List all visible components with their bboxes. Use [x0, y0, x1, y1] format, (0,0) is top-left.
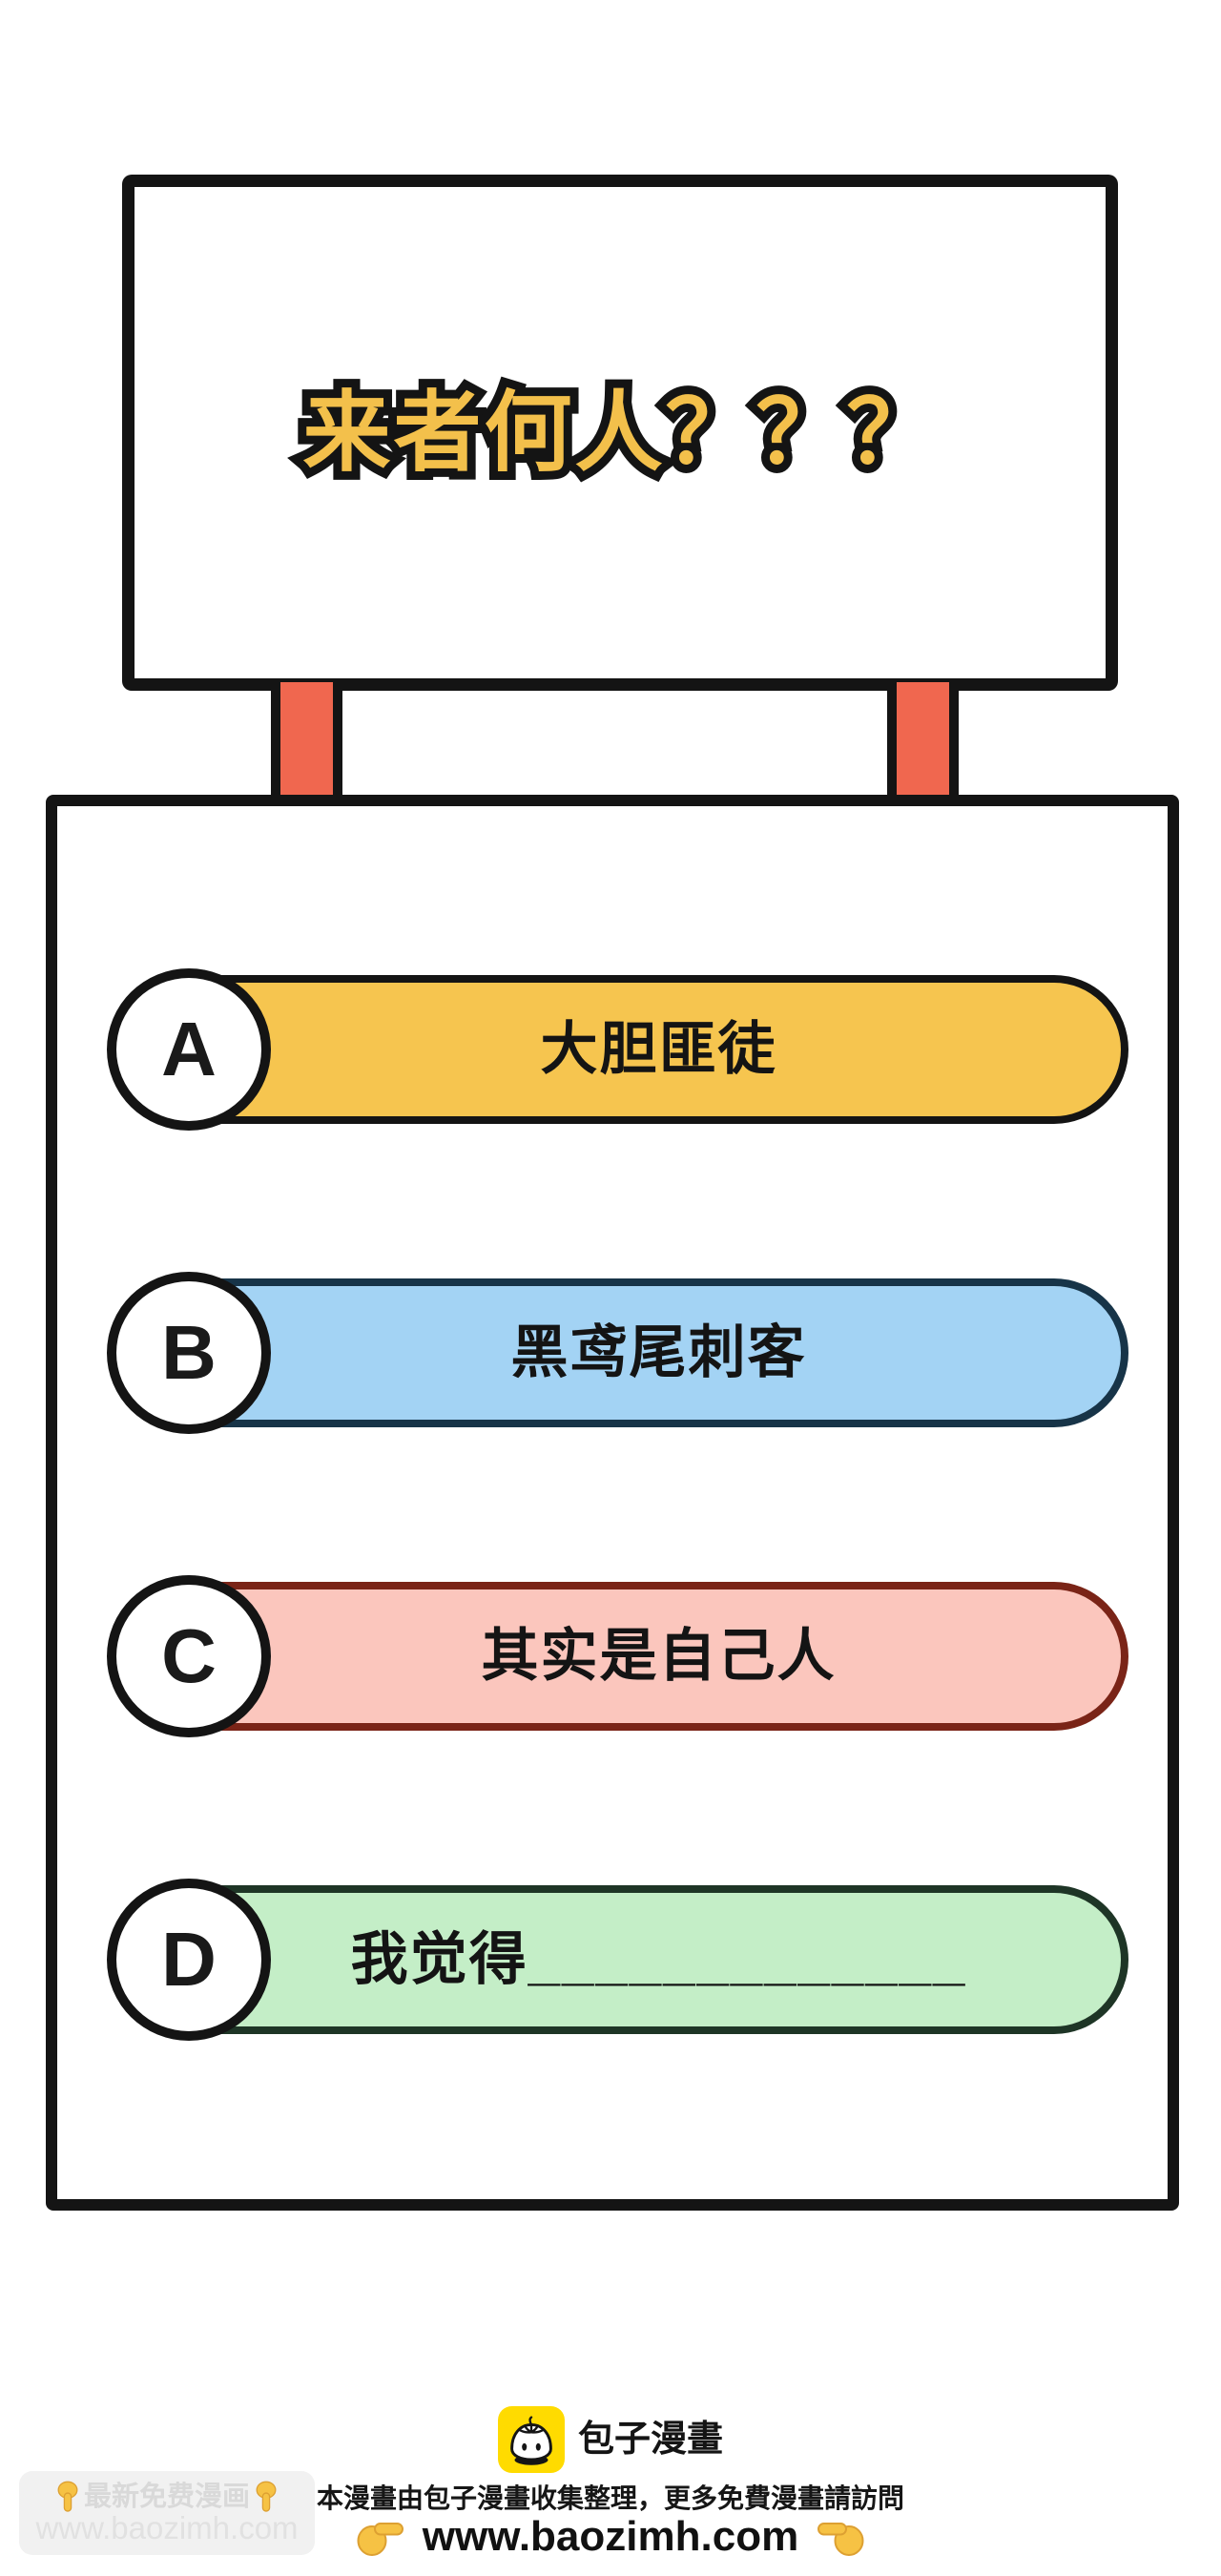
point-down-icon: [57, 2481, 78, 2512]
option-b-letter: B: [107, 1272, 271, 1434]
option-d[interactable]: 我觉得_____________ D: [107, 1879, 1128, 2041]
footer-notice: 本漫畫由包子漫畫收集整理，更多免費漫畫請訪問: [316, 2483, 904, 2513]
option-d-letter: D: [107, 1879, 271, 2041]
sign-title-text: 来者何人？？？: [302, 384, 938, 482]
option-c-letter: C: [107, 1575, 271, 1737]
watermark-box: 最新免费漫画 www.baozimh.com: [19, 2471, 315, 2555]
point-left-icon: [817, 2523, 864, 2556]
sign-title: 来者何人？？？ 来者何人？？？: [294, 381, 942, 486]
watermark-label: 最新免费漫画: [83, 2481, 250, 2512]
footer-url-row: www.baozimh.com: [0, 2516, 1221, 2558]
watermark-url: www.baozimh.com: [35, 2510, 299, 2546]
option-a[interactable]: 大胆匪徒 A: [107, 968, 1128, 1131]
point-right-icon: [357, 2523, 404, 2556]
watermark-line1: 最新免费漫画: [54, 2481, 279, 2513]
footer-brand: 包子漫畫: [0, 2406, 1221, 2473]
sign-post-left: [271, 682, 342, 802]
option-a-pill[interactable]: 大胆匪徒: [189, 975, 1128, 1124]
point-down-icon: [256, 2481, 277, 2512]
sign-title-outline: 来者何人？？？: [294, 381, 942, 486]
footer-url[interactable]: www.baozimh.com: [422, 2513, 799, 2560]
option-b[interactable]: 黑鸢尾刺客 B: [107, 1272, 1128, 1434]
brand-name: 包子漫畫: [577, 2420, 723, 2460]
sign-post-right: [887, 682, 959, 802]
bun-logo-icon: [497, 2406, 565, 2473]
option-c[interactable]: 其实是自己人 C: [107, 1575, 1128, 1737]
question-sign: 来者何人？？？ 来者何人？？？: [122, 175, 1118, 691]
option-a-letter: A: [107, 968, 271, 1131]
option-b-pill[interactable]: 黑鸢尾刺客: [189, 1278, 1128, 1427]
option-d-pill[interactable]: 我觉得_____________: [189, 1885, 1128, 2034]
option-c-pill[interactable]: 其实是自己人: [189, 1582, 1128, 1731]
